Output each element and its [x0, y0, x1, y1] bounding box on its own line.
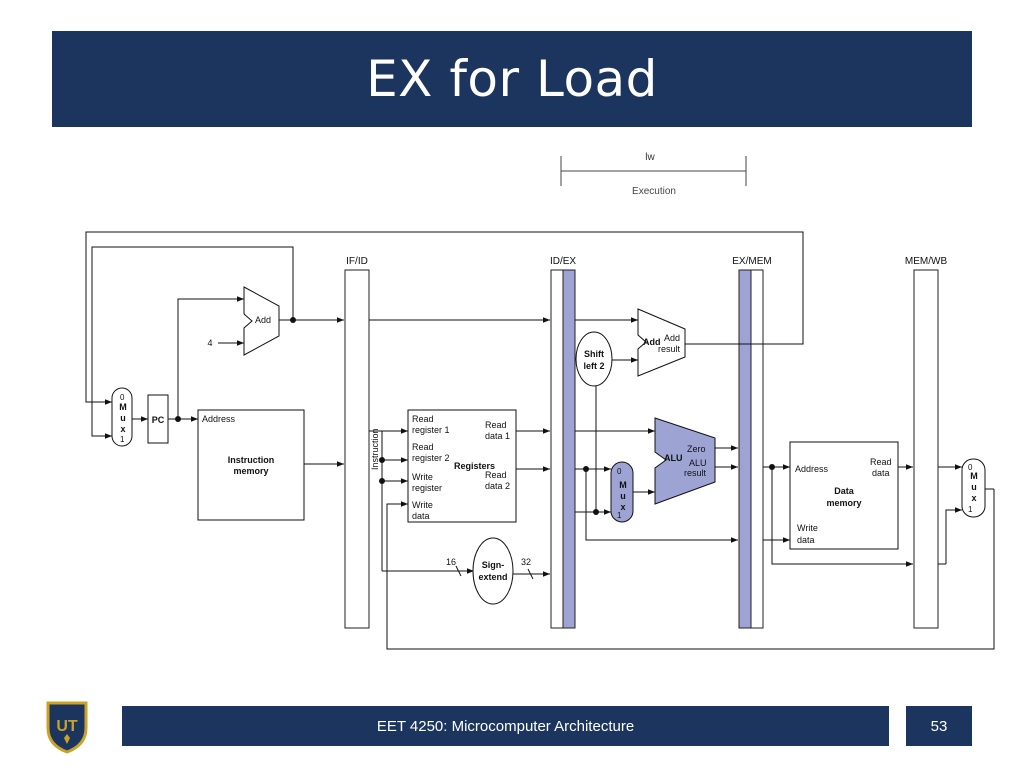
- svg-text:Zero: Zero: [687, 444, 706, 454]
- width-16-label: 16: [446, 557, 456, 567]
- idex-label: ID/EX: [550, 256, 576, 267]
- svg-text:memory: memory: [233, 466, 268, 476]
- title-bar: EX for Load: [52, 31, 972, 127]
- register-file: Read register 1 Read register 2 Write re…: [407, 409, 517, 523]
- footer-course-title: EET 4250: Microcomputer Architecture: [376, 717, 635, 735]
- svg-text:x: x: [120, 424, 125, 434]
- svg-text:Read: Read: [485, 420, 507, 430]
- pc-adder: Add 4: [207, 286, 280, 356]
- svg-text:Add: Add: [643, 337, 661, 347]
- svg-text:Address: Address: [795, 464, 829, 474]
- data-memory: Address Read data Data memory Write data: [789, 441, 899, 550]
- svg-text:register 1: register 1: [412, 425, 450, 435]
- idex-register: ID/EX: [550, 256, 576, 629]
- ifid-register: IF/ID: [344, 256, 370, 629]
- svg-text:Instruction: Instruction: [228, 455, 275, 465]
- svg-text:x: x: [620, 502, 625, 512]
- footer-bar: EET 4250: Microcomputer Architecture: [122, 706, 889, 746]
- svg-text:ALU: ALU: [664, 453, 683, 463]
- svg-text:ALU: ALU: [689, 458, 707, 468]
- svg-text:data 2: data 2: [485, 481, 510, 491]
- svg-text:u: u: [971, 482, 977, 492]
- page-number: 53: [930, 717, 948, 735]
- svg-text:extend: extend: [478, 572, 507, 582]
- svg-text:Sign-: Sign-: [482, 560, 505, 570]
- pc-register: PC: [147, 394, 169, 444]
- timeline-instruction: lw: [645, 152, 655, 163]
- svg-text:data: data: [872, 468, 890, 478]
- svg-text:0: 0: [617, 467, 622, 476]
- svg-text:Add: Add: [255, 315, 271, 325]
- wires: [85, 231, 995, 650]
- university-shield-logo: UT: [46, 701, 88, 754]
- svg-text:Read: Read: [412, 442, 434, 452]
- sign-extend: Sign- extend 16 32: [446, 537, 531, 605]
- junction-dots: [175, 317, 775, 515]
- svg-text:1: 1: [617, 511, 622, 520]
- alu-src-mux: 0 M u x 1: [610, 461, 634, 523]
- svg-text:register 2: register 2: [412, 453, 450, 463]
- instruction-bus-label: Instruction: [370, 428, 380, 470]
- exmem-register: EX/MEM: [732, 256, 772, 629]
- svg-text:Read: Read: [485, 470, 507, 480]
- svg-text:Read: Read: [870, 457, 892, 467]
- width-32-label: 32: [521, 557, 531, 567]
- svg-text:u: u: [620, 491, 626, 501]
- page-number-box: 53: [906, 706, 972, 746]
- exmem-label: EX/MEM: [732, 256, 771, 267]
- instruction-memory: Address Instruction memory: [197, 409, 305, 521]
- writeback-mux: 0 M u x 1: [961, 458, 986, 518]
- svg-text:Write: Write: [412, 500, 433, 510]
- svg-text:Write: Write: [797, 523, 818, 533]
- svg-text:memory: memory: [826, 498, 861, 508]
- svg-text:M: M: [970, 471, 978, 481]
- stage-timeline: lw Execution: [560, 152, 747, 197]
- svg-text:0: 0: [968, 463, 973, 472]
- svg-text:result: result: [658, 344, 681, 354]
- svg-text:Read: Read: [412, 414, 434, 424]
- alu: ALU Zero ALU result: [654, 417, 716, 505]
- svg-text:x: x: [971, 493, 976, 503]
- svg-text:data: data: [797, 535, 815, 545]
- constant-four: 4: [207, 338, 212, 348]
- memwb-label: MEM/WB: [905, 256, 948, 267]
- svg-text:Registers: Registers: [454, 461, 495, 471]
- pc-mux: 0 M u x 1: [111, 387, 133, 447]
- svg-text:Shift: Shift: [584, 349, 604, 359]
- svg-text:Write: Write: [412, 472, 433, 482]
- svg-text:M: M: [119, 402, 127, 412]
- svg-text:Add: Add: [664, 333, 680, 343]
- memwb-register: MEM/WB: [905, 256, 948, 629]
- ifid-label: IF/ID: [346, 256, 368, 267]
- svg-text:Address: Address: [202, 414, 236, 424]
- svg-text:data: data: [412, 511, 430, 521]
- branch-adder: Add Add result: [637, 308, 686, 377]
- svg-text:Data: Data: [834, 486, 855, 496]
- svg-text:left 2: left 2: [583, 361, 604, 371]
- svg-text:1: 1: [968, 505, 973, 514]
- svg-text:u: u: [120, 413, 126, 423]
- svg-text:register: register: [412, 483, 442, 493]
- svg-text:result: result: [684, 468, 707, 478]
- slide-title: EX for Load: [366, 50, 658, 108]
- svg-text:1: 1: [120, 435, 125, 444]
- shift-left-2: Shift left 2: [575, 331, 613, 387]
- svg-text:M: M: [619, 480, 627, 490]
- svg-text:data 1: data 1: [485, 431, 510, 441]
- logo-text: UT: [56, 718, 78, 735]
- svg-text:0: 0: [120, 393, 125, 402]
- timeline-stage: Execution: [632, 186, 676, 197]
- svg-text:PC: PC: [152, 415, 165, 425]
